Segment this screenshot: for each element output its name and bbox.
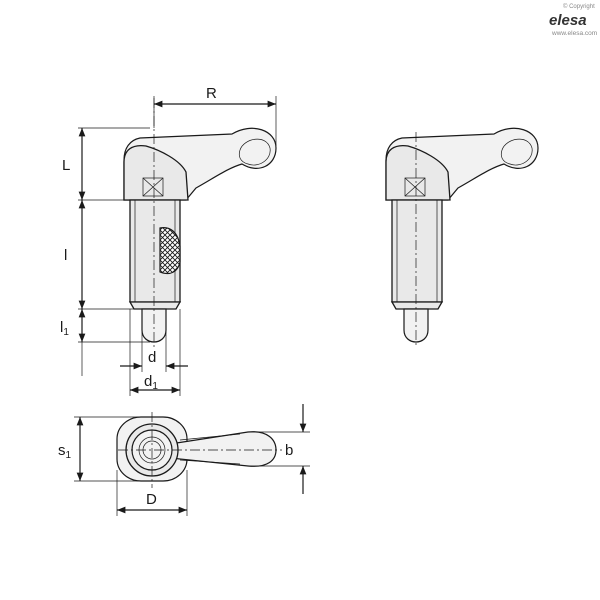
threaded-body-right bbox=[391, 199, 443, 303]
copyright-text: © Copyright bbox=[563, 3, 595, 10]
website-text: www.elesa.com bbox=[551, 30, 597, 37]
dimension-R-label: R bbox=[206, 85, 217, 102]
dimension-D-label: D bbox=[146, 491, 157, 508]
dimension-s1-label: s1 bbox=[58, 442, 72, 461]
head-block bbox=[123, 144, 189, 201]
side-view-plain bbox=[385, 127, 539, 348]
dimension-b-label: b bbox=[285, 442, 293, 459]
brand-block: © Copyright elesa www.elesa.com bbox=[549, 3, 597, 37]
brand-logo-text: elesa bbox=[549, 12, 587, 29]
head-cross-mark-right bbox=[404, 177, 426, 197]
head-cross-mark bbox=[142, 177, 164, 197]
dimension-d1-label: d1 bbox=[144, 373, 158, 392]
dimension-L-label: L bbox=[62, 157, 70, 174]
dimension-l-label: l bbox=[64, 247, 67, 264]
lever-grip-outline bbox=[238, 138, 271, 166]
knurled-section bbox=[159, 227, 181, 275]
body-chamfer bbox=[128, 301, 182, 310]
dimension-l1-label: l1 bbox=[60, 319, 69, 338]
dimension-d-label: d bbox=[148, 349, 156, 366]
top-view: s1 b D bbox=[58, 404, 310, 516]
head-block-right bbox=[385, 144, 451, 201]
side-view-dimensioned: R L l l1 d d1 bbox=[60, 85, 277, 396]
